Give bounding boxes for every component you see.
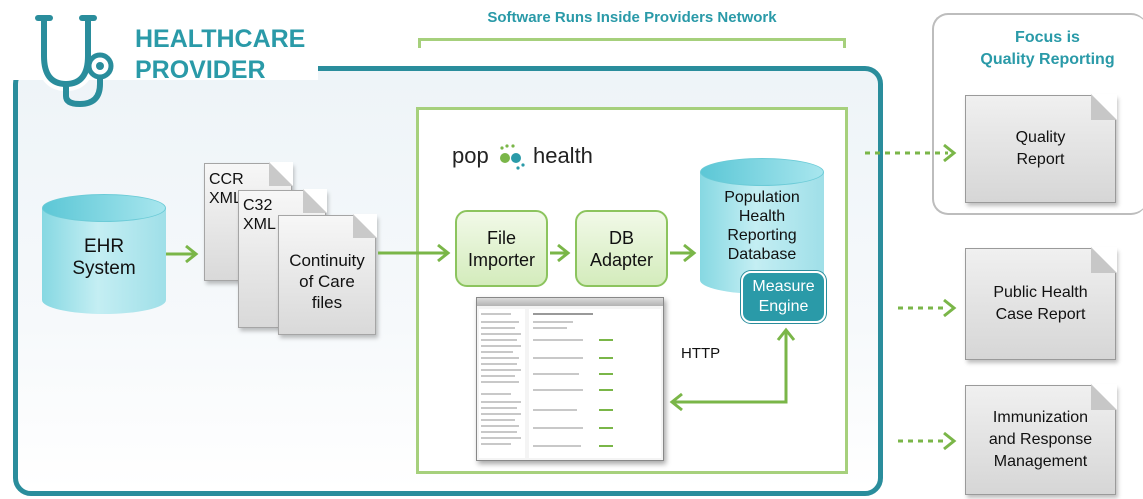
stethoscope-icon	[35, 15, 114, 108]
ccd-line-1: Continuity	[289, 251, 365, 270]
pophealth-logo: pop health	[452, 143, 593, 171]
importer-line-2: Importer	[467, 249, 536, 270]
pophealth-health: health	[532, 143, 593, 168]
database-label: Population Health Reporting Database	[700, 188, 824, 264]
engine-line-2: Engine	[758, 298, 809, 315]
adapter-line-2: Adapter	[589, 249, 654, 270]
title-line-2: PROVIDER	[135, 56, 266, 84]
title-line-1: HEALTHCARE	[135, 25, 306, 53]
engine-line-1: Measure	[752, 278, 815, 295]
immun-line-1: Immunization	[992, 409, 1089, 426]
immun-line-3: Management	[993, 453, 1088, 470]
network-bracket	[418, 38, 846, 48]
adapter-line-1: DB	[608, 227, 634, 248]
public-line-1: Public Health	[993, 284, 1088, 301]
c32-line-2: XML	[243, 216, 276, 233]
http-label: HTTP	[681, 345, 721, 362]
arrow-to-public-head	[943, 298, 957, 318]
app-screenshot-thumbnail	[476, 297, 664, 461]
ehr-label: EHR System	[42, 236, 166, 280]
arrow-http-link	[674, 332, 788, 404]
db-line-4: Database	[727, 246, 797, 263]
file-importer-box: File Importer	[455, 210, 548, 287]
quality-line-1: Quality	[1015, 129, 1066, 146]
db-line-1: Population	[724, 189, 800, 206]
arrow-ehr-to-docs-head	[185, 244, 199, 264]
immunization-report-document: Immunization and Response Management	[965, 384, 1117, 495]
network-banner: Software Runs Inside Providers Network	[487, 9, 777, 26]
arrow-adapter-to-db-head	[683, 243, 697, 263]
ccd-label: Continuity of Care files	[279, 250, 375, 313]
importer-line-1: File	[486, 227, 516, 248]
arrow-to-immunization-head	[943, 431, 957, 451]
ccr-label: CCR XML	[209, 170, 244, 208]
focus-heading: Focus is Quality Reporting	[950, 27, 1143, 71]
ehr-line-2: System	[72, 258, 136, 279]
pophealth-dots-icon	[499, 144, 525, 170]
pophealth-pop: pop	[452, 143, 489, 168]
ccd-line-3: files	[311, 293, 343, 312]
measure-engine-box: Measure Engine	[741, 271, 826, 323]
c32-label: C32 XML	[243, 196, 276, 234]
quality-report-document: Quality Report	[965, 94, 1117, 203]
quality-line-2: Report	[1016, 151, 1065, 168]
arrow-docs-to-importer-head	[437, 243, 451, 263]
arrow-importer-to-adapter-head	[557, 243, 571, 263]
focus-line-2: Quality Reporting	[980, 51, 1115, 68]
db-line-3: Reporting	[727, 227, 797, 244]
page-title: HEALTHCARE PROVIDER	[135, 24, 305, 86]
ehr-system-cylinder: EHR System	[42, 194, 166, 314]
arrow-http-left-head	[669, 392, 683, 412]
ccd-line-2: of Care	[299, 272, 355, 291]
ccr-line-1: CCR	[209, 171, 244, 188]
arrow-http-up-head	[776, 327, 796, 341]
immun-line-2: and Response	[988, 431, 1093, 448]
continuity-of-care-document: Continuity of Care files	[278, 214, 377, 335]
c32-line-1: C32	[243, 197, 273, 214]
ehr-line-1: EHR	[83, 236, 125, 257]
public-line-2: Case Report	[995, 306, 1086, 323]
ccr-line-2: XML	[209, 190, 242, 207]
db-adapter-box: DB Adapter	[575, 210, 668, 287]
db-line-2: Health	[738, 208, 786, 225]
arrow-to-quality-head	[943, 143, 957, 163]
title-mask	[8, 56, 318, 80]
public-health-report-document: Public Health Case Report	[965, 247, 1117, 360]
focus-line-1: Focus is	[1015, 29, 1080, 46]
